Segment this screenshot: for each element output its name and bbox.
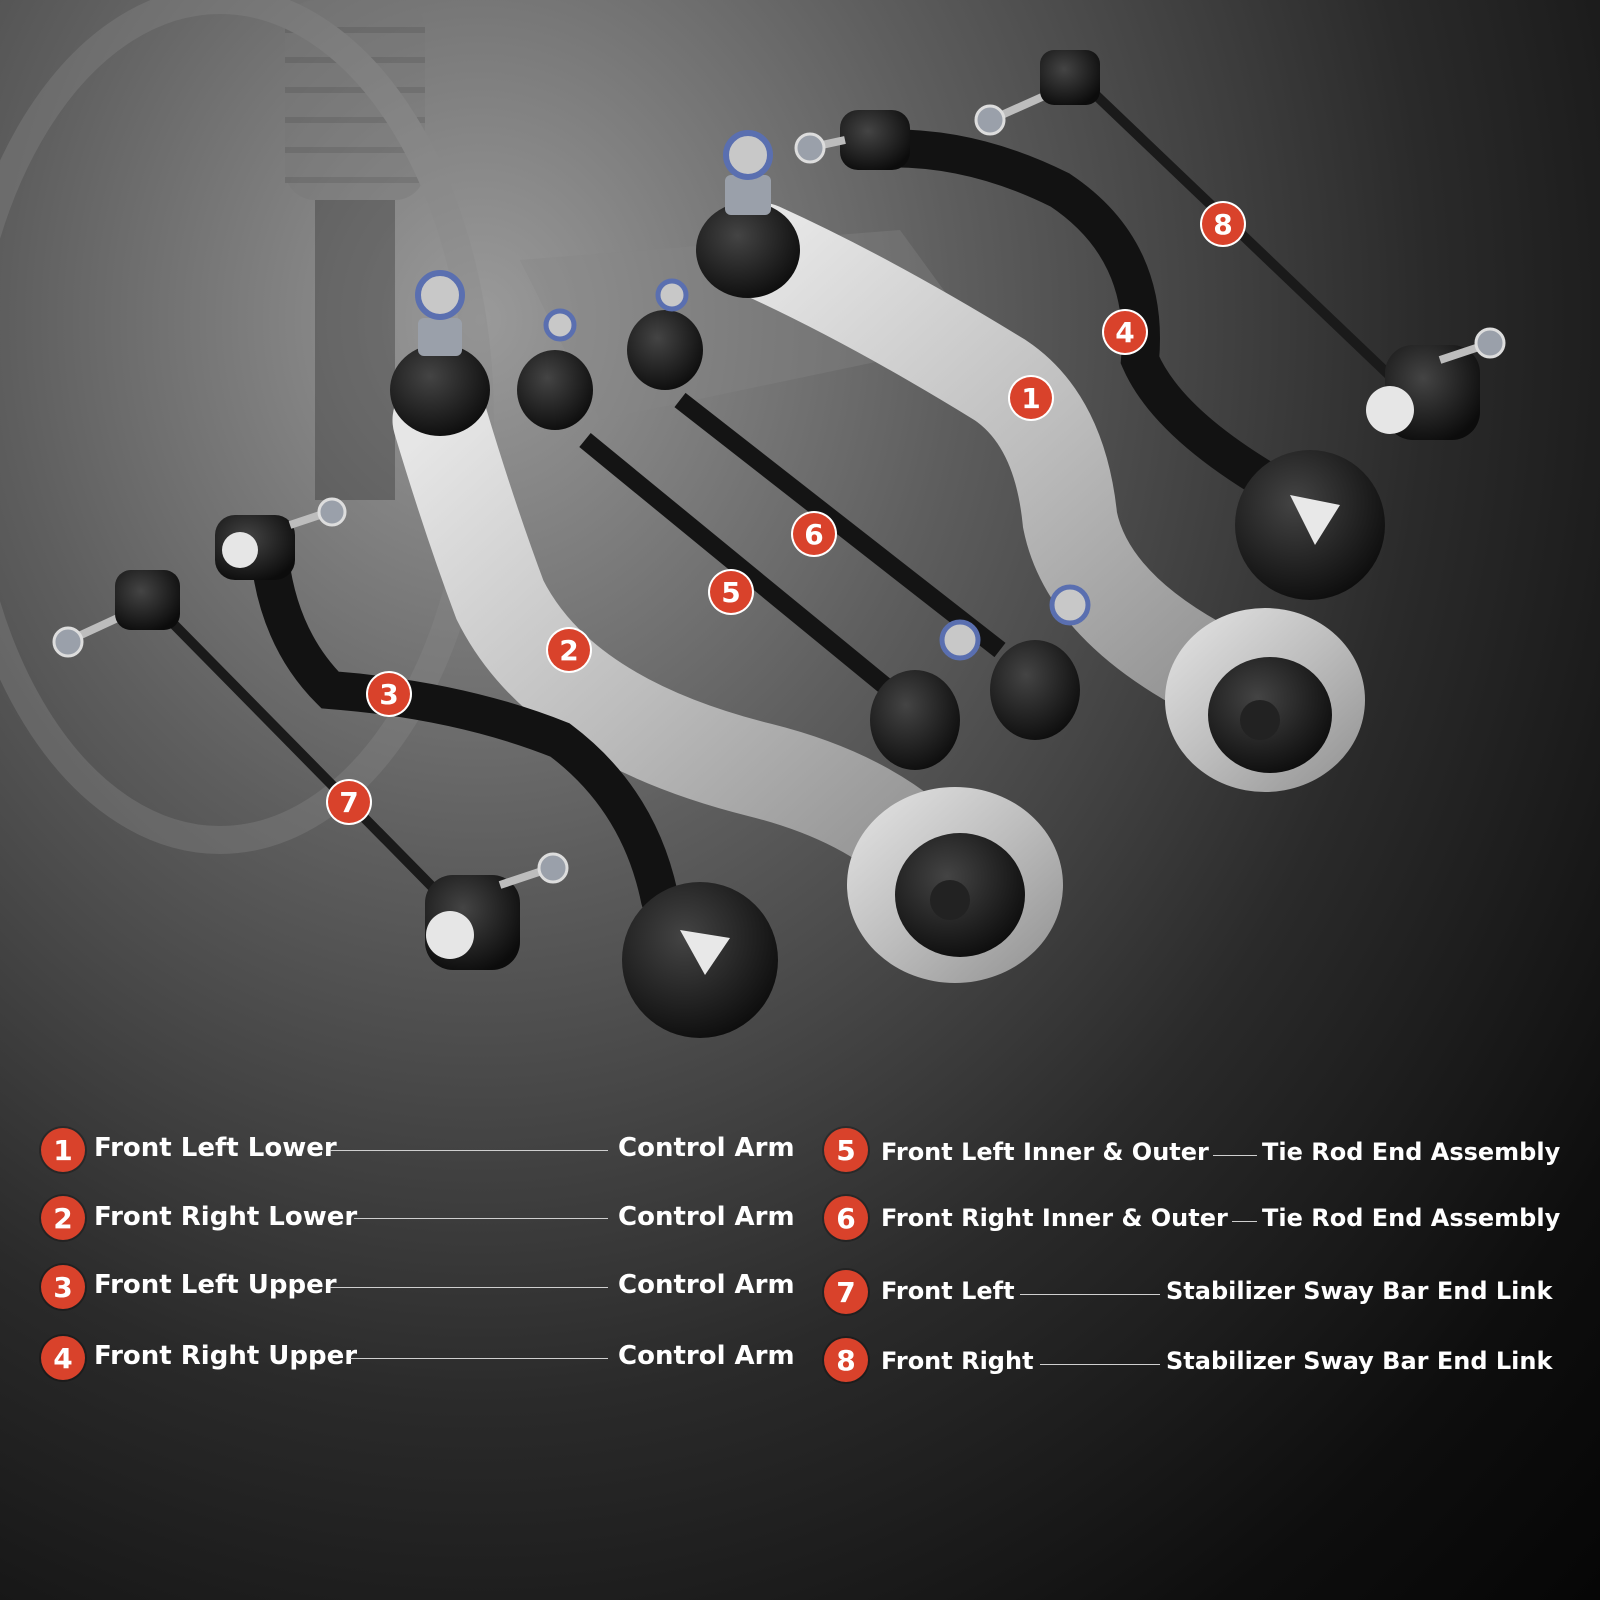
part-3-upper-arm [215, 497, 778, 1038]
part-4-upper-arm [794, 110, 1385, 600]
leader-line [1213, 1155, 1257, 1156]
item-number-badge: 6 [824, 1196, 868, 1240]
item-name: Front Left Inner & Outer [881, 1138, 1209, 1166]
item-name: Front Right Lower [94, 1202, 358, 1232]
leader-line [1020, 1294, 1160, 1295]
item-type: Control Arm [618, 1133, 795, 1163]
item-type: Stabilizer Sway Bar End Link [1166, 1277, 1553, 1305]
part-1-lower-arm [696, 130, 1365, 792]
item-number-badge: 1 [41, 1128, 85, 1172]
leader-line [354, 1218, 608, 1219]
part-5-tie-rod [517, 308, 981, 770]
callout-1: 1 [1010, 377, 1052, 419]
item-name: Front Right Inner & Outer [881, 1204, 1228, 1232]
callout-8: 8 [1202, 203, 1244, 245]
part-8-sway-link [974, 50, 1506, 440]
part-2-lower-arm [390, 270, 1063, 983]
item-name: Front Right [881, 1347, 1034, 1375]
leader-line [1040, 1364, 1160, 1365]
item-number-badge: 8 [824, 1338, 868, 1382]
callout-2: 2 [548, 629, 590, 671]
item-type: Tie Rod End Assembly [1262, 1204, 1561, 1232]
leader-line [330, 1287, 608, 1288]
item-type: Stabilizer Sway Bar End Link [1166, 1347, 1553, 1375]
callout-6: 6 [793, 513, 835, 555]
item-type: Control Arm [618, 1270, 795, 1300]
part-7-sway-link [52, 570, 569, 970]
item-number-badge: 4 [41, 1336, 85, 1380]
item-type: Control Arm [618, 1202, 795, 1232]
item-number-badge: 3 [41, 1265, 85, 1309]
item-name: Front Left Upper [94, 1270, 337, 1300]
item-number-badge: 5 [824, 1128, 868, 1172]
item-name: Front Right Upper [94, 1341, 358, 1371]
callout-5: 5 [710, 571, 752, 613]
item-number-badge: 7 [824, 1270, 868, 1314]
leader-line [1232, 1221, 1257, 1222]
leader-line [350, 1358, 608, 1359]
callout-4: 4 [1104, 311, 1146, 353]
part-6-tie-rod [627, 278, 1091, 740]
item-name: Front Left Lower [94, 1133, 337, 1163]
item-type: Tie Rod End Assembly [1262, 1138, 1561, 1166]
callout-3: 3 [368, 673, 410, 715]
item-number-badge: 2 [41, 1196, 85, 1240]
item-type: Control Arm [618, 1341, 795, 1371]
callout-7: 7 [328, 781, 370, 823]
leader-line [330, 1150, 608, 1151]
item-name: Front Left [881, 1277, 1015, 1305]
